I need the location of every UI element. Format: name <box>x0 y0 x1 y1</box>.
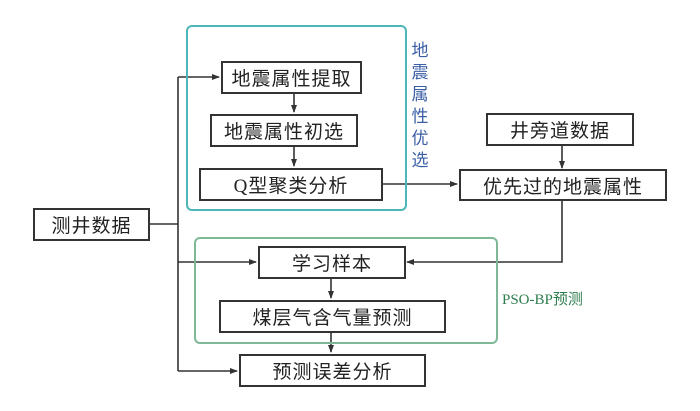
node-cbm-gas-content-prediction: 煤层气含气量预测 <box>219 300 446 333</box>
node-well-side-trace-data: 井旁道数据 <box>486 113 634 146</box>
node-learning-samples: 学习样本 <box>258 246 406 279</box>
node-well-logging-data: 测井数据 <box>33 208 150 241</box>
group-label-pso-bp: PSO-BP预测 <box>502 292 583 308</box>
group-attribute-optimization <box>186 25 407 211</box>
group-label-attribute-optimization: 地震属性优选 <box>411 41 429 171</box>
node-seismic-attribute-extraction: 地震属性提取 <box>221 61 362 94</box>
node-selected-seismic-attributes: 优先过的地震属性 <box>459 169 667 201</box>
edge-selected-to-samples <box>406 200 563 265</box>
node-prediction-error-analysis: 预测误差分析 <box>239 354 426 387</box>
node-seismic-attribute-preselection: 地震属性初选 <box>210 114 358 147</box>
group-pso-bp <box>194 237 498 344</box>
node-q-cluster-analysis: Q型聚类分析 <box>199 168 383 201</box>
